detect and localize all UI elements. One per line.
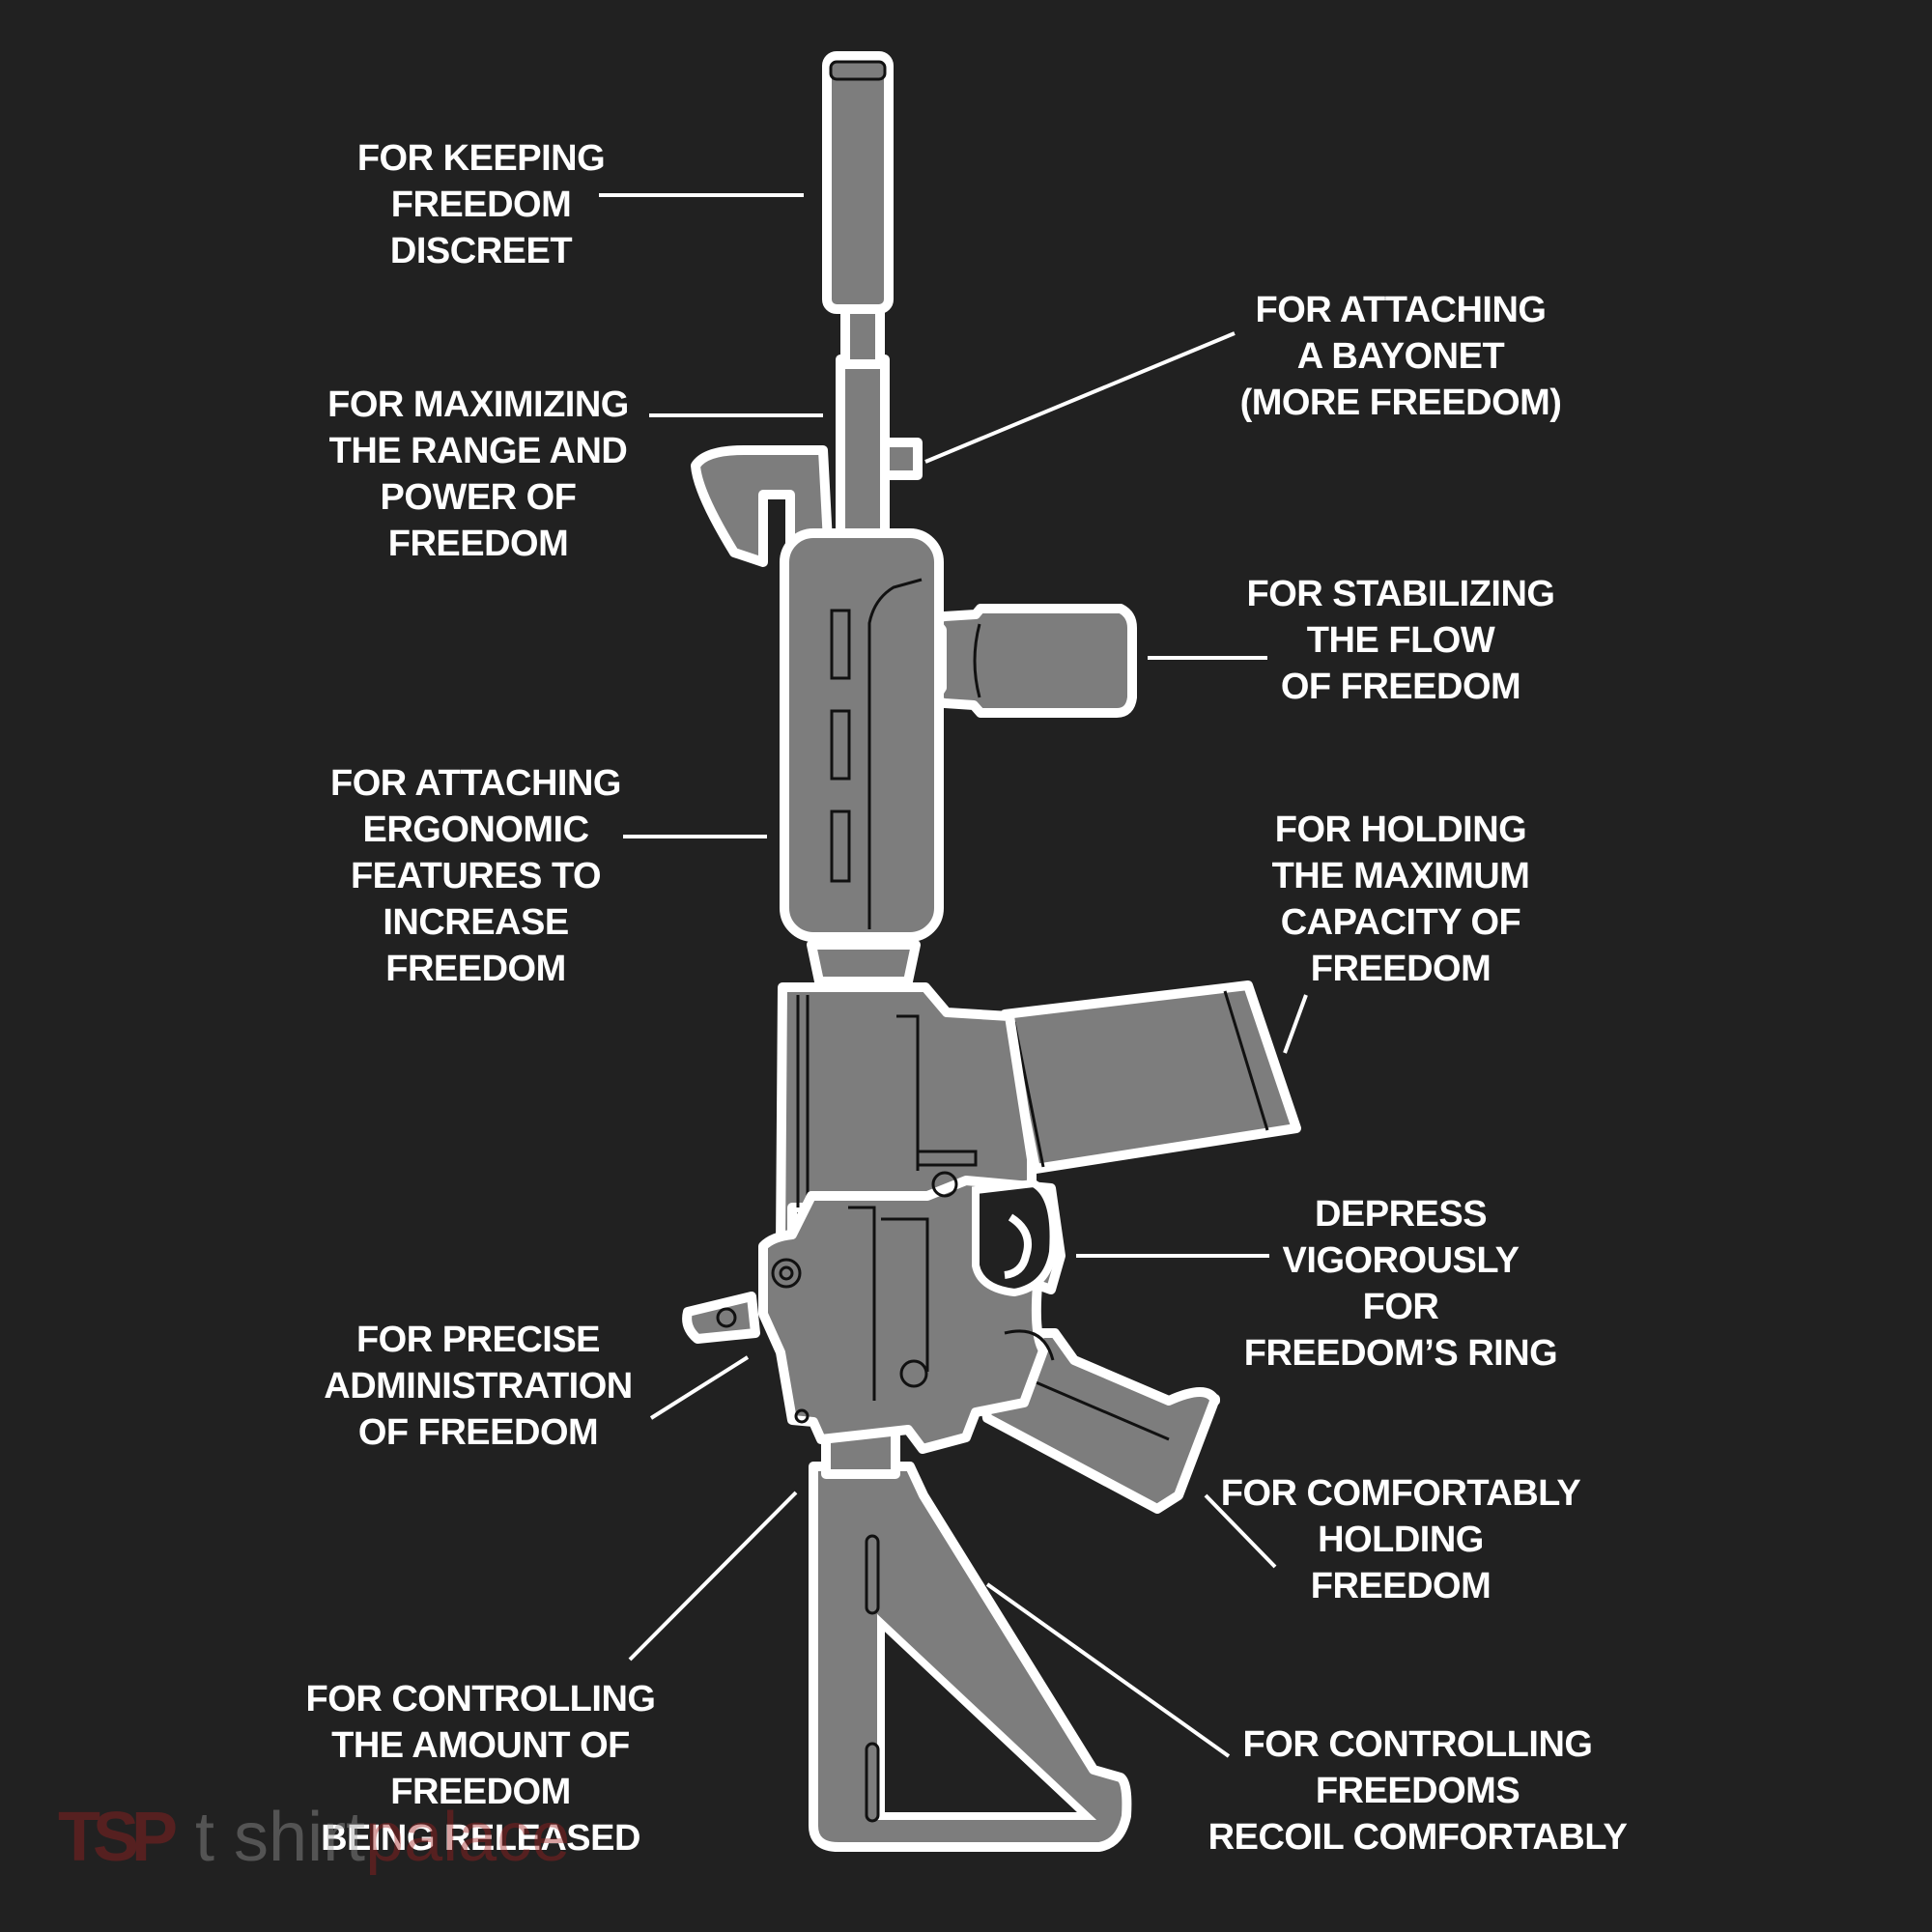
callout-line: FOR ATTACHING xyxy=(1255,290,1547,330)
callout-foregrip: FOR STABILIZING THE FLOW OF FREEDOM xyxy=(1227,571,1575,710)
callout-line: FOR KEEPING xyxy=(356,138,606,179)
callout-line: THE AMOUNT OF xyxy=(331,1725,630,1766)
watermark-logo: TSP xyxy=(58,1799,178,1876)
callout-sling-mount: FOR PRECISE ADMINISTRATION OF FREEDOM xyxy=(299,1317,657,1456)
watermark-text: t shirt xyxy=(195,1799,366,1876)
callout-barrel: FOR MAXIMIZING THE RANGE AND POWER OF FR… xyxy=(299,382,657,567)
trigger-guard xyxy=(972,1179,1058,1297)
leader-lines xyxy=(599,193,1308,1758)
callout-stock: FOR CONTROLLING FREEDOMS RECOIL COMFORTA… xyxy=(1203,1721,1633,1861)
callout-line: INCREASE xyxy=(383,902,569,943)
callout-line: VIGOROUSLY xyxy=(1282,1240,1520,1281)
callout-line: ADMINISTRATION xyxy=(324,1366,633,1406)
callout-line: FOR xyxy=(1362,1287,1439,1327)
callout-line: (MORE FREEDOM) xyxy=(1239,383,1562,423)
foregrip xyxy=(932,604,1137,718)
callout-line: FOR COMFORTABLY xyxy=(1220,1473,1581,1514)
watermark-text-accent: palace xyxy=(365,1799,571,1876)
trigger xyxy=(1004,1213,1032,1279)
callout-line: FOR STABILIZING xyxy=(1246,574,1556,614)
callout-line: FOR ATTACHING xyxy=(330,763,621,804)
callout-line: RECOIL COMFORTABLY xyxy=(1208,1817,1628,1858)
callout-line: FREEDOM xyxy=(1310,949,1492,989)
callout-line: FOR PRECISE xyxy=(355,1320,601,1360)
callout-line: OF FREEDOM xyxy=(1280,667,1521,707)
callout-line: DEPRESS xyxy=(1314,1194,1488,1235)
callout-line: FREEDOM’S RING xyxy=(1243,1333,1558,1374)
suppressor xyxy=(822,51,894,314)
sling-mount xyxy=(682,1292,760,1344)
callout-line: CAPACITY OF xyxy=(1280,902,1521,943)
callout-line: FEATURES TO xyxy=(350,856,602,896)
callout-line: A BAYONET xyxy=(1296,336,1505,377)
callout-line: THE RANGE AND xyxy=(328,431,628,471)
callout-buffer-tube: FOR CONTROLLING THE AMOUNT OF FREEDOM BE… xyxy=(290,1676,671,1861)
callout-line: THE FLOW xyxy=(1306,620,1495,661)
leader-line-buffer-tube xyxy=(628,1491,798,1662)
leader-line-sling-mount xyxy=(649,1355,750,1420)
leader-line-magazine xyxy=(1283,994,1308,1054)
delta-ring xyxy=(807,940,921,986)
callout-line: FOR MAXIMIZING xyxy=(327,384,629,425)
top-rail xyxy=(779,997,784,1196)
rifle xyxy=(682,51,1301,1852)
callout-line: FREEDOM xyxy=(385,949,566,989)
leader-line-bayonet xyxy=(924,331,1236,464)
leader-line-pistol-grip xyxy=(1204,1493,1277,1569)
callout-suppressor: FOR KEEPING FREEDOM DISCREET xyxy=(327,135,636,274)
barrel xyxy=(836,355,890,554)
callout-line: FREEDOM xyxy=(387,524,569,564)
callout-line: FOR CONTROLLING xyxy=(305,1679,656,1719)
callout-line: FOR HOLDING xyxy=(1274,810,1527,850)
callout-line: ERGONOMIC xyxy=(362,810,589,850)
callout-line: THE MAXIMUM xyxy=(1271,856,1530,896)
callout-magazine: FOR HOLDING THE MAXIMUM CAPACITY OF FREE… xyxy=(1227,807,1575,992)
leader-line-stock xyxy=(985,1582,1231,1758)
callout-line: FREEDOM xyxy=(1310,1566,1492,1606)
stock xyxy=(809,1462,1132,1852)
callout-line: DISCREET xyxy=(389,231,573,271)
callout-trigger: DEPRESS VIGOROUSLY FOR FREEDOM’S RING xyxy=(1227,1191,1575,1377)
callout-line: FOR CONTROLLING xyxy=(1242,1724,1593,1765)
callout-line: POWER OF xyxy=(380,477,577,518)
callout-line: BEING RELEASED xyxy=(321,1818,640,1859)
callout-line: FREEDOMS xyxy=(1315,1771,1520,1811)
callout-handguard: FOR ATTACHING ERGONOMIC FEATURES TO INCR… xyxy=(299,760,652,992)
callout-line: HOLDING xyxy=(1318,1520,1484,1560)
callout-bayonet-lug: FOR ATTACHING A BAYONET (MORE FREEDOM) xyxy=(1227,287,1575,426)
handguard xyxy=(780,528,944,942)
callout-line: FREEDOM xyxy=(390,1772,571,1812)
callout-line: FREEDOM xyxy=(390,185,572,225)
callout-line: OF FREEDOM xyxy=(357,1412,599,1453)
callout-pistol-grip: FOR COMFORTABLY HOLDING FREEDOM xyxy=(1208,1470,1594,1609)
